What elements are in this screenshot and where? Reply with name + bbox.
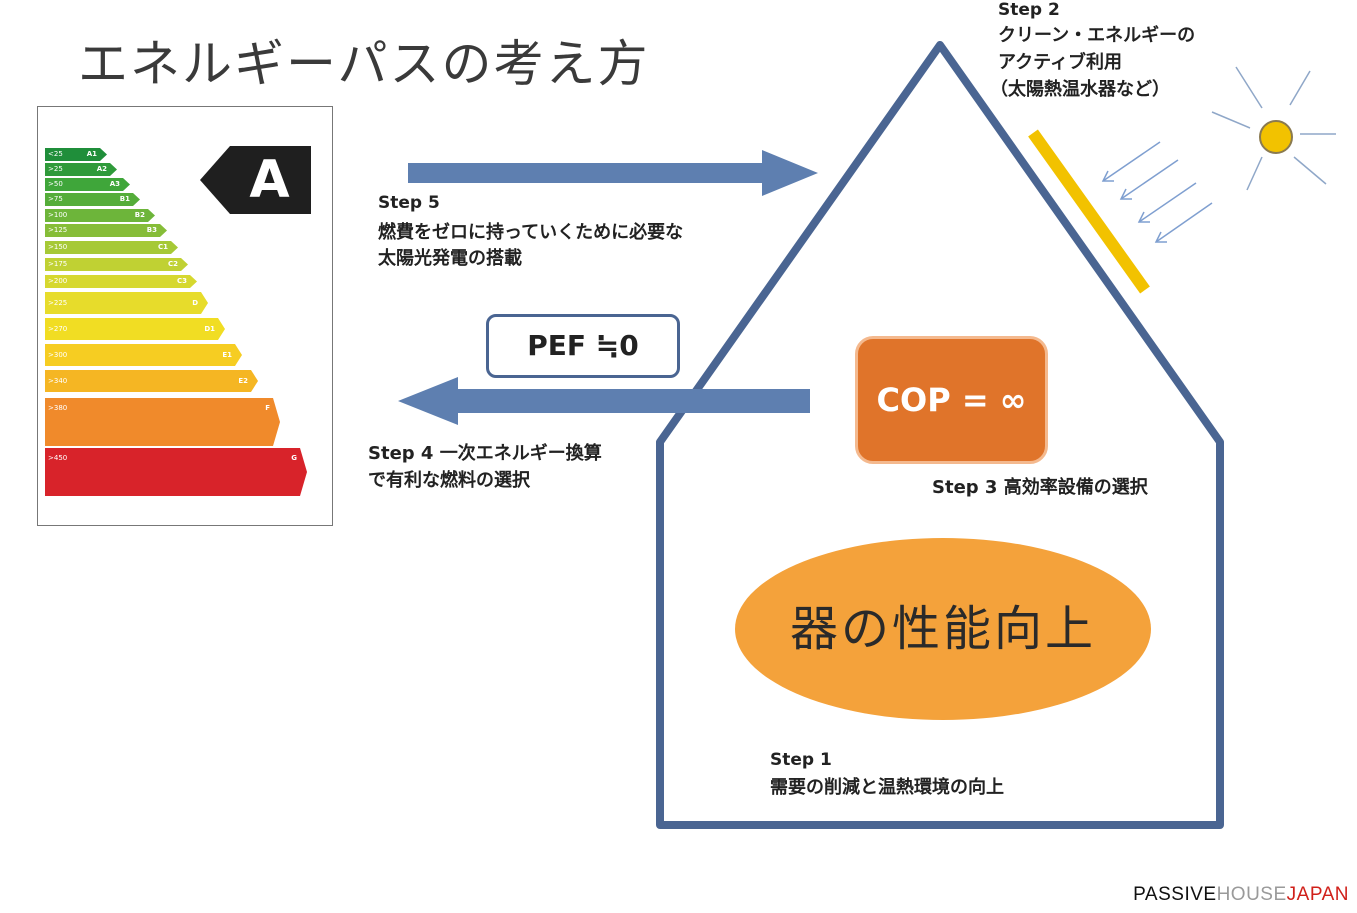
step4-line1: Step 4 一次エネルギー換算: [368, 443, 602, 464]
logo-part-passive: PASSIVE: [1133, 884, 1217, 905]
step1-line1: 需要の削減と温熱環境の向上: [770, 777, 1004, 798]
rating-bar-b1: >75 B1: [45, 193, 140, 206]
step2-heading: Step 2: [998, 0, 1060, 20]
rating-range: >25: [48, 165, 63, 173]
rating-bar-e1: >300 E1: [45, 344, 242, 366]
rating-class: C3: [176, 277, 187, 285]
rating-bar-b3: >125 B3: [45, 224, 167, 237]
rating-range: >380: [48, 404, 68, 412]
rating-class: G: [291, 454, 297, 462]
step4-line2: で有利な燃料の選択: [368, 470, 530, 491]
rating-range: >175: [48, 260, 68, 268]
cop-box: COP = ∞: [855, 336, 1048, 464]
house-outline: [656, 41, 1224, 829]
rating-range: >270: [48, 325, 68, 333]
rating-class: D1: [204, 325, 215, 333]
rating-bar-c2: >175 C2: [45, 258, 188, 271]
rating-class: B3: [146, 226, 157, 234]
rating-class: B2: [134, 211, 145, 219]
pef-box: PEF ≒0: [486, 314, 680, 378]
rating-bar-d1: >270 D1: [45, 318, 225, 340]
rating-class: C1: [157, 243, 168, 251]
rating-bar-a2: >25 A2: [45, 163, 117, 176]
rating-range: >100: [48, 211, 68, 219]
arrow-left-step4: [398, 377, 810, 425]
rating-range: >340: [48, 377, 68, 385]
step5-line2: 太陽光発電の搭載: [378, 248, 522, 269]
rating-class: A3: [109, 180, 120, 188]
rating-bar-c1: >150 C1: [45, 241, 178, 254]
rating-range: >50: [48, 180, 63, 188]
rating-bar-c3: >200 C3: [45, 275, 197, 288]
rating-class: F: [265, 404, 270, 412]
rating-range: >450: [48, 454, 68, 462]
step2-line3: （太陽熱温水器など）: [990, 79, 1170, 100]
step1-heading: Step 1: [770, 750, 832, 770]
rating-bar-e2: >340 E2: [45, 370, 258, 392]
step3-label: Step 3 高効率設備の選択: [932, 477, 1148, 498]
arrow-right-step5: [408, 150, 818, 196]
rating-bar-f: >380 F: [45, 398, 280, 446]
step5-line1: 燃費をゼロに持っていくために必要な: [378, 222, 684, 243]
passivehouse-japan-logo: PASSIVEHOUSEJAPAN: [1133, 884, 1349, 906]
logo-part-house: HOUSE: [1216, 884, 1287, 905]
rating-class: C2: [167, 260, 178, 268]
step5-heading: Step 5: [378, 193, 440, 213]
rating-class: E1: [222, 351, 232, 359]
rating-bar-a1: <25 A1: [45, 148, 107, 161]
rating-class: B1: [119, 195, 130, 203]
rating-range: <25: [48, 150, 63, 158]
step2-line1: クリーン・エネルギーの: [998, 25, 1196, 46]
rating-bar-b2: >100 B2: [45, 209, 155, 222]
step2-line2: アクティブ利用: [998, 52, 1123, 73]
sun-rays: [1101, 141, 1213, 243]
rating-bar-d: >225 D: [45, 292, 208, 314]
rating-class: D: [192, 299, 198, 307]
rating-range: >225: [48, 299, 68, 307]
rating-bar-a3: >50 A3: [45, 178, 130, 191]
rating-range: >75: [48, 195, 63, 203]
rating-range: >150: [48, 243, 68, 251]
performance-oval: 器の性能向上: [735, 538, 1151, 720]
rating-range: >300: [48, 351, 68, 359]
rating-class: A2: [96, 165, 107, 173]
rating-range: >125: [48, 226, 68, 234]
logo-part-japan: JAPAN: [1286, 884, 1349, 905]
rating-class: A1: [86, 150, 97, 158]
solar-panel: [1028, 129, 1150, 294]
rating-class: E2: [238, 377, 248, 385]
sun-icon: [1211, 66, 1336, 191]
rating-bar-g: >450 G: [45, 448, 307, 496]
rating-range: >200: [48, 277, 68, 285]
page-title: エネルギーパスの考え方: [78, 35, 650, 93]
